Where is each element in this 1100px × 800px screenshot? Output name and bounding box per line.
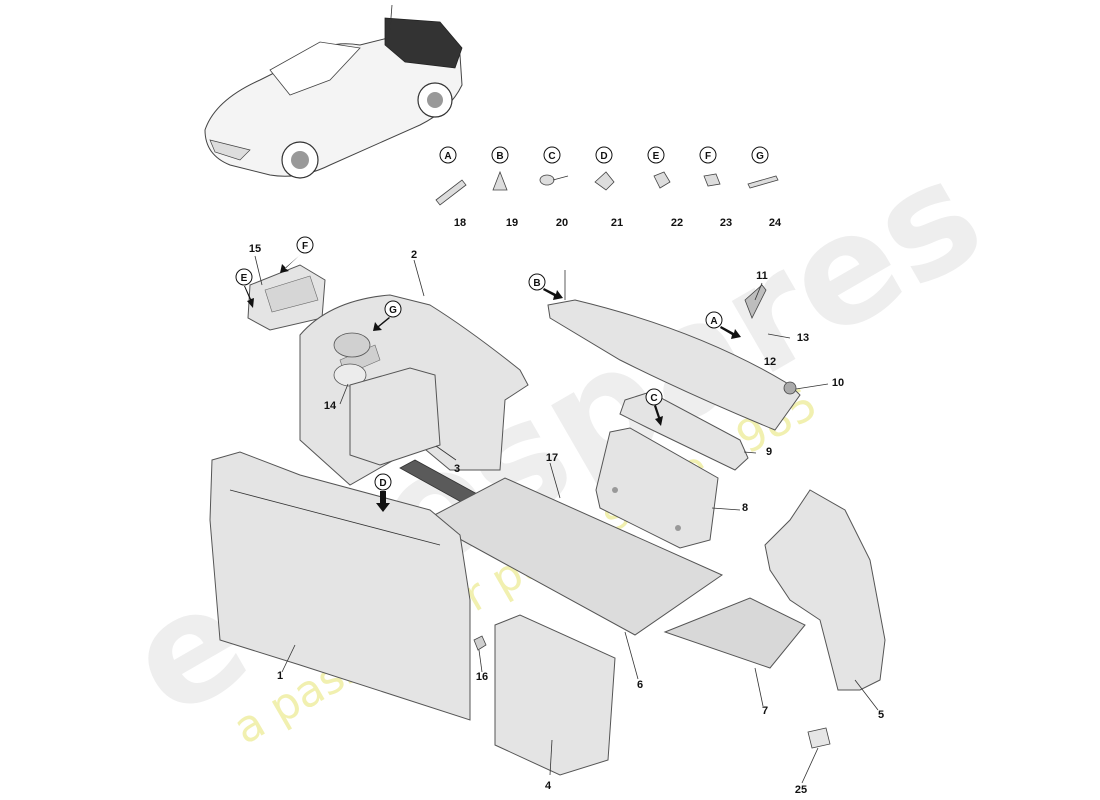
part-10-parcel-shelf (547, 299, 801, 431)
fixing-letter: G (756, 151, 764, 162)
fixing-b: B 19 (491, 146, 518, 229)
fixing-g: G 24 (747, 146, 782, 229)
fixing-letter: F (705, 151, 711, 162)
callout-letter: C (650, 393, 657, 404)
fixing-letter: A (444, 151, 451, 162)
part-label-7: 7 (762, 705, 768, 717)
part-label-10: 10 (832, 377, 844, 389)
part-label-1: 1 (277, 670, 283, 682)
car-thumbnail (204, 4, 463, 179)
part-label-9: 9 (766, 446, 772, 458)
part-label-16: 16 (476, 671, 488, 683)
part-label-25: 25 (795, 784, 807, 796)
part-number: 24 (769, 217, 782, 229)
part-label-11: 11 (756, 270, 768, 282)
part-number: 23 (720, 217, 732, 229)
part-3-panel (349, 367, 441, 466)
fixing-d: D 21 (594, 146, 623, 229)
part-label-3: 3 (454, 463, 460, 475)
part-label-17: 17 (546, 452, 558, 464)
fixing-letter: C (548, 151, 555, 162)
callout-letter: B (533, 278, 540, 289)
fixing-a: A 18 (435, 146, 467, 229)
part-label-5: 5 (878, 709, 884, 721)
part-8-panel (595, 427, 719, 549)
part-4-trim (494, 614, 616, 776)
part-label-2: 2 (411, 249, 417, 261)
part-label-14: 14 (324, 400, 337, 412)
fixing-f: F 23 (699, 146, 732, 229)
part-1-trim (209, 451, 471, 721)
fixing-letter: D (600, 151, 607, 162)
part-16-clip (473, 635, 487, 651)
diagram-callouts: F E G B A C D (235, 236, 741, 512)
part-label-4: 4 (545, 780, 552, 792)
fixing-letter: B (496, 151, 503, 162)
part-label-12: 12 (764, 356, 776, 368)
part-6-floor (423, 477, 724, 636)
part-label-15: 15 (249, 243, 261, 255)
part-25-block (807, 727, 831, 749)
part-7-floor (663, 597, 806, 669)
part-11-bracket (744, 284, 767, 319)
fixing-row: A 18 B 19 C 20 D 21 E (435, 146, 782, 229)
leader-lines (254, 255, 879, 784)
part-9-rail (619, 391, 749, 471)
callout-letter: E (241, 273, 248, 284)
part-number: 22 (671, 217, 683, 229)
fixing-letter: E (653, 151, 660, 162)
part-5-trim (764, 489, 886, 691)
part-label-13: 13 (797, 332, 809, 344)
part-number: 20 (556, 217, 568, 229)
callout-letter: A (710, 316, 717, 327)
fixing-c: C 20 (539, 146, 568, 229)
part-label-6: 6 (637, 679, 643, 691)
part-number: 19 (506, 217, 518, 229)
callout-letter: G (389, 305, 397, 316)
callout-letter: F (302, 241, 308, 252)
fixing-e: E 22 (647, 146, 683, 229)
part-number: 18 (454, 217, 466, 229)
part-number: 21 (611, 217, 623, 229)
part-label-8: 8 (742, 502, 748, 514)
part-labels: 1 2 3 4 5 6 7 8 9 10 11 12 13 14 15 16 1… (249, 243, 884, 796)
callout-letter: D (379, 478, 386, 489)
